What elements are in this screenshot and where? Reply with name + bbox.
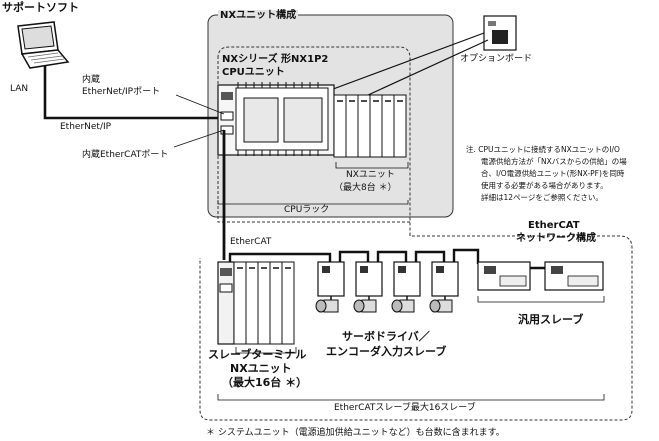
slave-terminal <box>217 261 295 345</box>
slave-terminal-bracket <box>235 347 297 354</box>
option-board-label: オプションボード <box>460 54 533 64</box>
lan-cable <box>43 66 225 120</box>
cpu-rack-label: CPUラック <box>284 205 330 215</box>
servo-driver-1 <box>315 261 345 313</box>
ethercat-network-label-line2: ネットワーク構成 <box>516 233 596 244</box>
ethernet-ip-label: EtherNet/IP <box>60 122 112 132</box>
ethernetip-port-label-line1: 内蔵 <box>82 75 101 85</box>
slave-terminal-label-line3: （最大16台 ＊） <box>222 376 308 389</box>
ethercat-slaves-max-label: EtherCATスレーブ最大16スレーブ <box>334 403 476 413</box>
ethernetip-port-label-line2: EtherNet/IPポート <box>82 87 161 97</box>
laptop-icon <box>17 21 70 69</box>
servo-driver-3 <box>391 261 421 313</box>
option-board-icon <box>483 15 517 51</box>
general-slave-2 <box>544 261 604 291</box>
note-line: 詳細は12ページをご参照ください。 <box>466 193 603 202</box>
ethercat-daisy-chain <box>228 248 545 270</box>
ethercat-cable-label: EtherCAT <box>230 237 272 247</box>
cpu-rack-nx-units <box>333 94 407 158</box>
nx-unit-config-title: NXユニット構成 <box>218 10 299 22</box>
nx-units-bracket <box>335 162 409 169</box>
ethercat-network-box <box>199 233 633 421</box>
note-box: 注. CPUユニットに接続するNXユニットのI/O 電源供給方法が「NXバスから… <box>466 144 627 204</box>
note-line: 合、I/O電源供給ユニット(形NX-PF)を同時 <box>466 169 625 178</box>
general-slave-1 <box>477 261 531 291</box>
general-slave-bracket <box>477 296 605 303</box>
ethercat-port-label: 内蔵EtherCATポート <box>82 150 169 160</box>
support-software-label: サポートソフト <box>2 1 79 14</box>
note-line: 使用する必要がある場合があります。 <box>466 181 608 190</box>
general-slave-label: 汎用スレーブ <box>518 313 584 326</box>
slave-terminal-label-line1: スレーブターミナル <box>208 348 307 361</box>
footnote: ＊ システムユニット（電源追加供給ユニットなど）も台数に含まれます。 <box>206 428 505 438</box>
cpu-unit-label-line1: NXシリーズ 形NX1P2 <box>222 54 329 65</box>
note-line: 注. CPUユニットに接続するNXユニットのI/O <box>466 145 620 154</box>
ethercat-network-label-line1: EtherCAT <box>528 220 580 231</box>
cpu-rack-bracket <box>217 200 409 205</box>
slave-terminal-label-line2: NXユニット <box>230 362 292 375</box>
servo-driver-label-line1: サーボドライバ／ <box>342 330 430 343</box>
nx-units-label-line1: NXユニット <box>346 170 395 180</box>
lan-label: LAN <box>10 84 29 94</box>
servo-driver-label-line2: エンコーダ入力スレーブ <box>326 345 447 358</box>
ethernetip-port-pointer <box>175 94 225 115</box>
servo-driver-4 <box>429 261 459 313</box>
ethercat-port-pointer <box>173 129 225 148</box>
servo-driver-2 <box>353 261 383 313</box>
ethercat-slaves-bracket <box>217 394 605 401</box>
nx-units-label-line2: （最大8台 ＊） <box>334 183 397 193</box>
cpu-unit-label-line2: CPUユニット <box>222 67 285 78</box>
note-line: 電源供給方法が「NXバスからの供給」の場 <box>466 157 627 166</box>
cpu-unit <box>217 82 335 156</box>
